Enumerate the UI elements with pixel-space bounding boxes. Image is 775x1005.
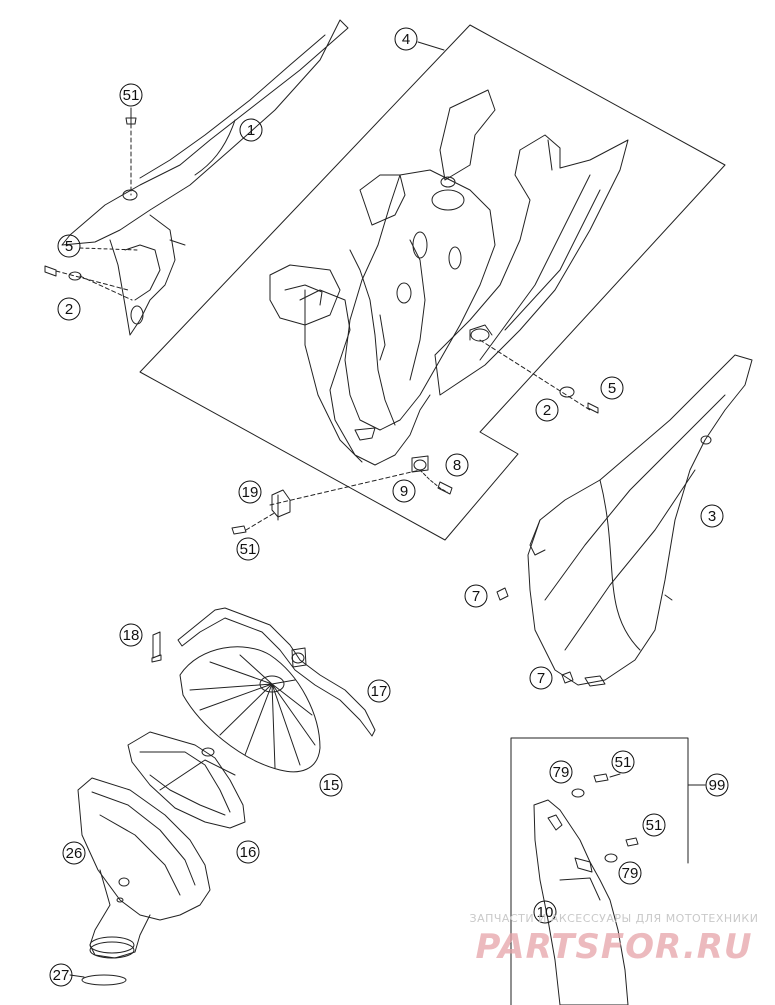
svg-text:5: 5 bbox=[65, 238, 73, 255]
svg-text:7: 7 bbox=[472, 588, 480, 605]
svg-text:51: 51 bbox=[615, 754, 632, 771]
svg-text:4: 4 bbox=[402, 31, 410, 48]
callout-3: 3 bbox=[700, 504, 724, 528]
svg-text:79: 79 bbox=[622, 865, 639, 882]
callout-17: 17 bbox=[367, 679, 391, 703]
callout-5: 5 bbox=[57, 234, 81, 258]
callout-10: 10 bbox=[533, 900, 557, 924]
callout-15: 15 bbox=[319, 773, 343, 797]
watermark: ЗАПЧАСТИ И АКСЕССУАРЫ ДЛЯ МОТОТЕХНИКИ PA… bbox=[470, 912, 759, 967]
hose-clamp-part-27 bbox=[81, 974, 127, 986]
callout-51: 51 bbox=[119, 83, 143, 107]
svg-text:1: 1 bbox=[247, 122, 255, 139]
svg-text:99: 99 bbox=[709, 777, 726, 794]
svg-text:2: 2 bbox=[65, 301, 73, 318]
callout-2: 2 bbox=[57, 297, 81, 321]
callout-5: 5 bbox=[600, 376, 624, 400]
airbox-part-4 bbox=[269, 89, 629, 473]
filter-holder-part-17 bbox=[177, 607, 376, 737]
watermark-logo: PARTSFOR.RU bbox=[475, 927, 752, 967]
svg-text:17: 17 bbox=[371, 683, 388, 700]
callout-7: 7 bbox=[529, 666, 553, 690]
svg-text:51: 51 bbox=[123, 87, 140, 104]
pin-part-18 bbox=[151, 631, 162, 663]
svg-text:3: 3 bbox=[708, 508, 716, 525]
intake-boot-part-26 bbox=[77, 777, 211, 959]
side-panel-part-3 bbox=[527, 354, 753, 687]
callout-26: 26 bbox=[62, 841, 86, 865]
kit-frame-99 bbox=[510, 737, 706, 1005]
callout-79: 79 bbox=[549, 760, 573, 784]
callouts: 51 1 4 5 2 5 2 8 9 19 51 3 7 7 18 17 15 … bbox=[49, 27, 729, 987]
callout-51: 51 bbox=[611, 750, 635, 774]
callout-99: 99 bbox=[705, 773, 729, 797]
svg-text:27: 27 bbox=[53, 967, 70, 984]
svg-text:51: 51 bbox=[240, 541, 257, 558]
watermark-tagline: ЗАПЧАСТИ И АКСЕССУАРЫ ДЛЯ МОТОТЕХНИКИ bbox=[470, 912, 759, 925]
callout-9: 9 bbox=[392, 479, 416, 503]
svg-text:51: 51 bbox=[646, 817, 663, 834]
callout-7: 7 bbox=[464, 584, 488, 608]
callout-51: 51 bbox=[236, 537, 260, 561]
cover-part-10 bbox=[533, 799, 629, 1005]
callout-79: 79 bbox=[618, 861, 642, 885]
filter-cage-part-16 bbox=[127, 731, 246, 829]
svg-text:8: 8 bbox=[453, 457, 461, 474]
group-frame-4 bbox=[139, 24, 726, 541]
svg-text:10: 10 bbox=[537, 904, 554, 921]
callout-2: 2 bbox=[535, 398, 559, 422]
svg-text:16: 16 bbox=[240, 844, 257, 861]
callout-18: 18 bbox=[119, 623, 143, 647]
svg-text:5: 5 bbox=[608, 380, 616, 397]
callout-1: 1 bbox=[239, 118, 263, 142]
callout-8: 8 bbox=[445, 453, 469, 477]
frame-guard-part-1 bbox=[61, 19, 349, 336]
callout-4: 4 bbox=[394, 27, 418, 51]
svg-text:2: 2 bbox=[543, 402, 551, 419]
svg-text:9: 9 bbox=[400, 483, 408, 500]
svg-text:18: 18 bbox=[123, 627, 140, 644]
svg-text:79: 79 bbox=[553, 764, 570, 781]
svg-text:7: 7 bbox=[537, 670, 545, 687]
svg-text:15: 15 bbox=[323, 777, 340, 794]
svg-text:26: 26 bbox=[66, 845, 83, 862]
svg-text:19: 19 bbox=[242, 484, 259, 501]
callout-51: 51 bbox=[642, 813, 666, 837]
bracket-part-19 bbox=[271, 489, 291, 521]
air-filter-part-15 bbox=[179, 646, 321, 773]
callout-16: 16 bbox=[236, 840, 260, 864]
callout-19: 19 bbox=[238, 480, 262, 504]
callout-27: 27 bbox=[49, 963, 73, 987]
